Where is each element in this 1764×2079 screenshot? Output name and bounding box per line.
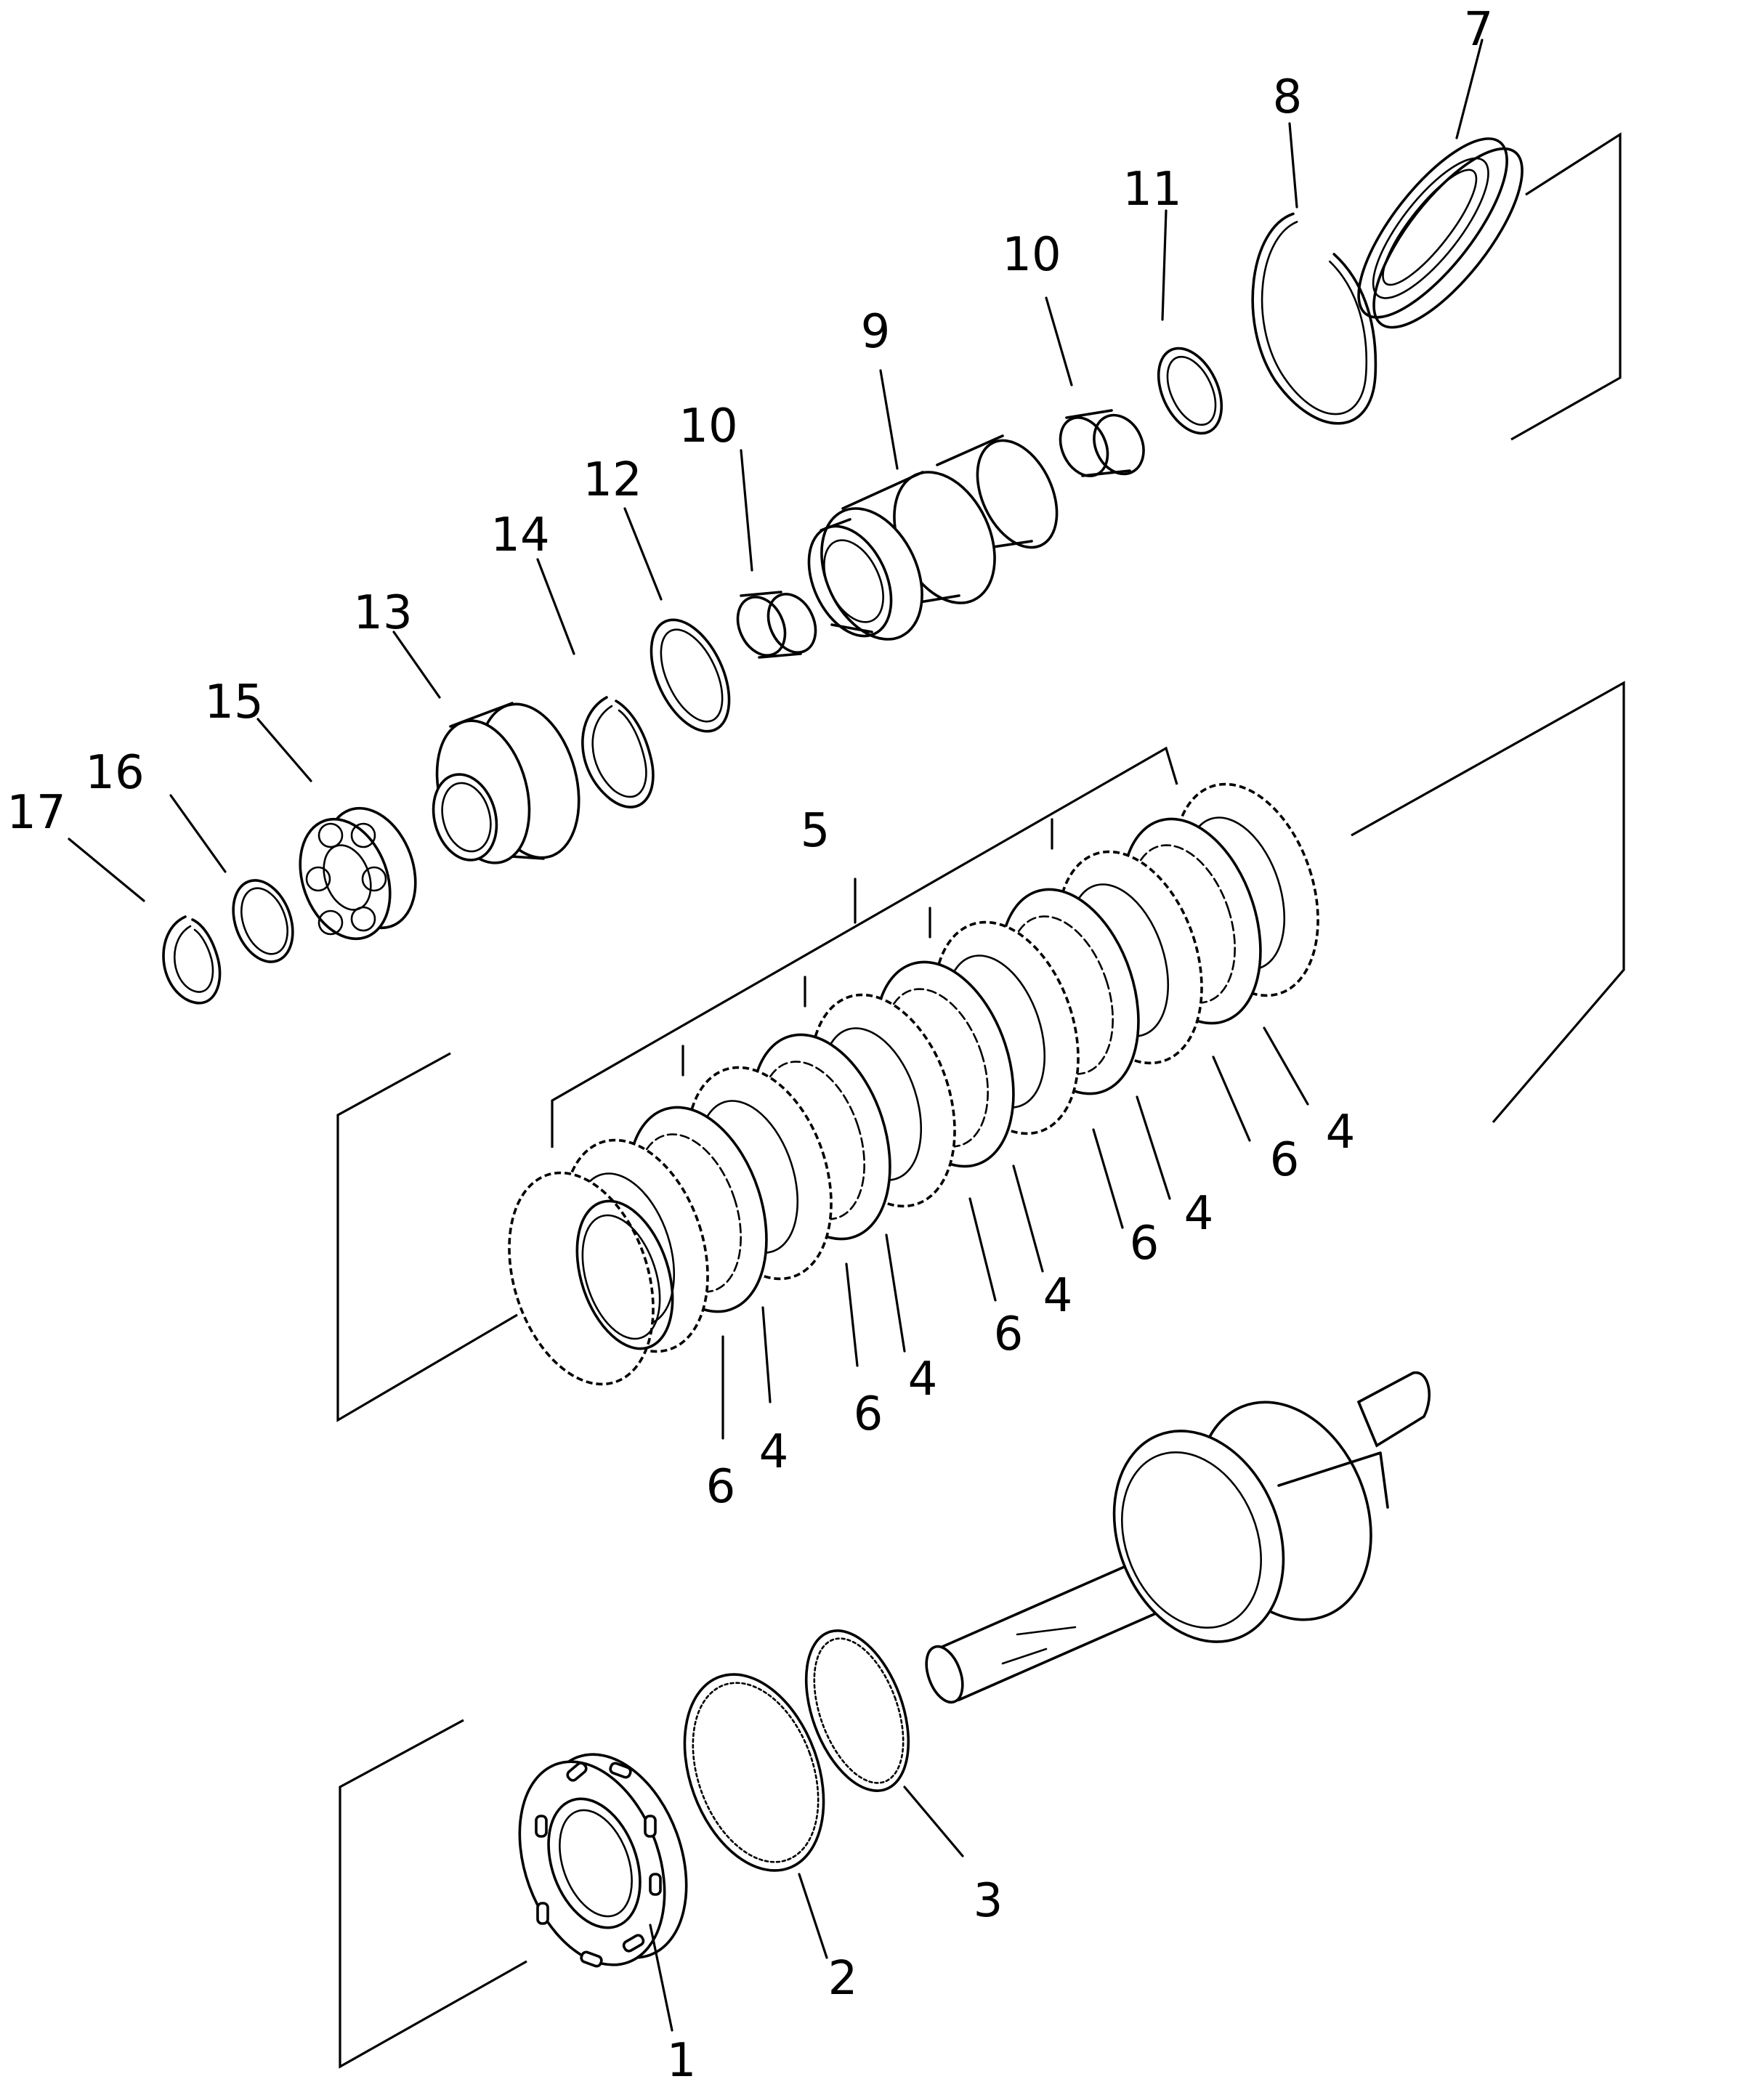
part-1-thrust-plate	[518, 1753, 688, 1968]
callout-6: 6	[854, 1387, 883, 1441]
clutch-plate	[508, 1171, 674, 1386]
part-10-needle-bearing-upper	[1059, 409, 1145, 477]
callout-12: 12	[583, 453, 642, 507]
output-shaft-assembly	[925, 1371, 1431, 1704]
upper-group-bracket	[1510, 132, 1622, 441]
clutch-pack-group-bracket	[551, 746, 1178, 1148]
clutch-pack-plates	[508, 782, 1319, 1386]
part-7-end-plate	[1357, 137, 1524, 329]
callout-4: 4	[1043, 1269, 1073, 1323]
callout-17: 17	[7, 786, 65, 840]
part-17-snap-ring	[162, 915, 222, 1005]
part-2-seal-ring	[683, 1673, 825, 1872]
callout-6: 6	[994, 1308, 1024, 1361]
callout-6: 6	[706, 1460, 736, 1514]
callout-6: 6	[1270, 1133, 1300, 1187]
part-11-thrust-washer	[1157, 346, 1223, 435]
callout-15: 15	[204, 676, 263, 729]
callout-11: 11	[1122, 163, 1181, 216]
middle-group-bracket-right	[1351, 681, 1625, 1124]
callout-10-lower: 10	[679, 400, 737, 453]
callout-10-upper: 10	[1002, 228, 1061, 282]
callout-labels: 7 8 11 10 9 10 12 14 13 15 16 17 5 6 4 6…	[7, 3, 1493, 2079]
callout-8: 8	[1273, 70, 1303, 124]
callout-4: 4	[1326, 1106, 1356, 1159]
callout-6: 6	[1130, 1217, 1160, 1270]
callout-4: 4	[759, 1425, 789, 1479]
lower-group-bracket	[339, 1719, 527, 2069]
part-15-ball-bearing	[299, 806, 417, 941]
callout-1: 1	[667, 2034, 697, 2079]
part-9-gear-hub	[807, 434, 1059, 641]
part-14-snap-ring	[581, 696, 655, 808]
callout-16: 16	[85, 746, 144, 800]
part-8-snap-ring	[1251, 212, 1377, 425]
part-12-thrust-washer	[650, 618, 731, 733]
callout-4: 4	[1184, 1187, 1214, 1241]
callout-7: 7	[1464, 3, 1494, 57]
callout-4: 4	[908, 1353, 938, 1406]
middle-group-bracket-left	[336, 1052, 518, 1422]
part-10-needle-bearing-lower	[736, 591, 817, 659]
callout-5: 5	[801, 804, 830, 858]
callout-13: 13	[353, 586, 412, 640]
callout-3: 3	[974, 1874, 1003, 1928]
part-13-gear	[432, 702, 580, 864]
callout-2: 2	[828, 1952, 858, 2006]
part-16-spacer-ring	[232, 879, 294, 963]
leader-lines	[68, 38, 1484, 2032]
callout-9: 9	[861, 305, 891, 359]
part-3-seal-ring	[804, 1629, 910, 1792]
callout-14: 14	[490, 508, 549, 562]
